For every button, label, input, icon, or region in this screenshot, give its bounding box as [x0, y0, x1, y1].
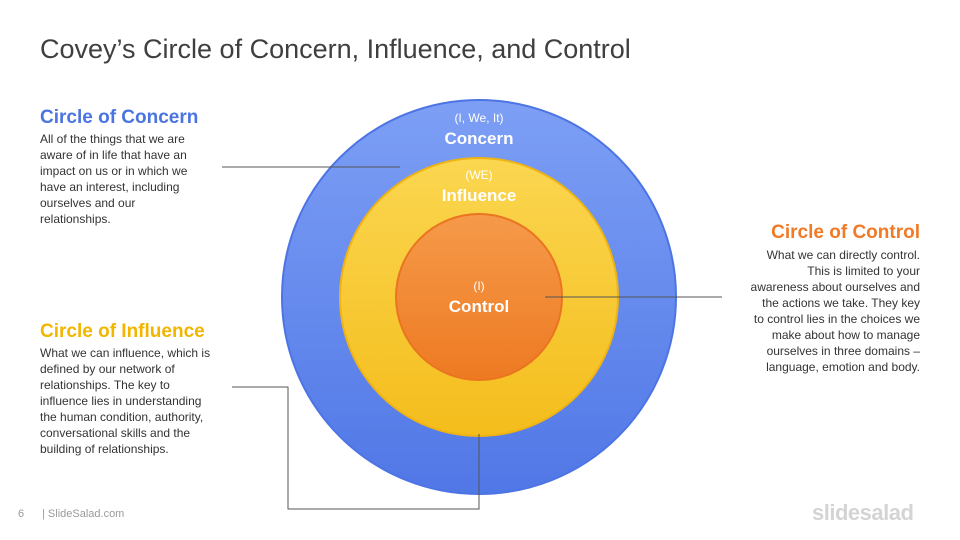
control-desc-line: What we can directly control.: [766, 248, 920, 262]
control-sub-label: (I): [473, 279, 484, 293]
concern-label: Concern: [445, 129, 514, 148]
control-desc-line: to control lies in the choices we: [753, 312, 920, 326]
influence-sub-label: (WE): [465, 168, 492, 182]
influence-desc-line: relationships. The key to: [40, 378, 170, 392]
concern-description: All of the things that we are aware of i…: [40, 131, 187, 227]
influence-connector: [232, 386, 480, 510]
control-description: What we can directly control. This is li…: [751, 247, 920, 375]
control-desc-line: This is limited to your: [807, 264, 920, 278]
influence-desc-line: building of relationships.: [40, 442, 169, 456]
influence-label: Influence: [442, 186, 517, 205]
influence-desc-line: What we can influence, which is: [40, 346, 211, 360]
influence-description: What we can influence, which is defined …: [40, 345, 210, 457]
control-desc-line: language, emotion and body.: [766, 360, 920, 374]
control-desc-line: ourselves in three domains –: [766, 344, 920, 358]
concern-desc-line: impact on us or in which we: [40, 164, 188, 178]
footer-site-text: | SlideSalad.com: [42, 508, 125, 520]
concern-desc-line: have an interest, including: [40, 180, 180, 194]
influence-desc-line: the human condition, authority,: [40, 410, 204, 424]
control-desc-line: make about how to manage: [771, 328, 920, 342]
concern-desc-line: relationships.: [40, 212, 111, 226]
concern-heading: Circle of Concern: [40, 107, 199, 128]
control-label: Control: [449, 297, 509, 316]
slide-title: Covey’s Circle of Concern, Influence, an…: [40, 34, 631, 64]
concern-desc-line: ourselves and our: [40, 196, 136, 210]
control-desc-line: awareness about ourselves and: [750, 280, 920, 294]
concern-desc-line: aware of in life that have an: [40, 148, 187, 162]
influence-desc-line: influence lies in understanding: [40, 394, 202, 408]
slidesalad-logo: slidesalad: [812, 500, 914, 525]
influence-desc-line: conversational skills and the: [40, 426, 191, 440]
control-heading: Circle of Control: [771, 222, 920, 243]
concern-sub-label: (I, We, It): [454, 111, 503, 125]
influence-desc-line: defined by our network of: [40, 362, 175, 376]
concern-desc-line: All of the things that we are: [40, 132, 185, 146]
page-number: 6: [18, 508, 25, 520]
control-desc-line: the actions we take. They key: [762, 296, 920, 310]
influence-heading: Circle of Influence: [40, 321, 205, 342]
